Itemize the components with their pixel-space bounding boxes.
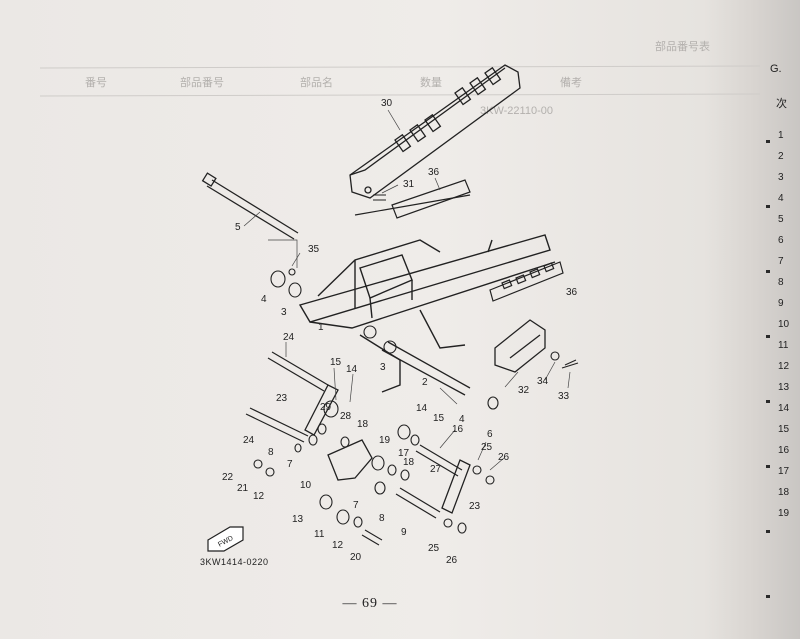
row-number: 19 (778, 508, 790, 519)
row-number: 8 (778, 277, 784, 288)
callout-label: 20 (350, 552, 362, 563)
callout-label: 4 (459, 414, 465, 425)
callout-label: 12 (253, 491, 265, 502)
chain-tensioner (494, 319, 546, 373)
callout-label: 2 (422, 377, 428, 388)
callout-label: 8 (268, 447, 274, 458)
callout-label: 9 (401, 527, 407, 538)
row-number: 17 (778, 466, 790, 477)
relay-axle (381, 341, 471, 396)
callout-label: 7 (287, 459, 293, 470)
callout-label: 31 (403, 179, 415, 190)
callout-label: 19 (379, 435, 391, 446)
callout-label: 14 (416, 403, 428, 414)
slider-strip (354, 179, 471, 219)
bolts (245, 351, 463, 519)
svg-text:番号: 番号 (85, 76, 107, 89)
row-number: 11 (778, 340, 789, 351)
row-number: 4 (778, 193, 784, 204)
link-rods (304, 384, 471, 514)
row-number: 13 (778, 382, 790, 393)
page-number: — 69 — (342, 596, 398, 611)
callout-label: 4 (261, 294, 267, 305)
row-number: 2 (778, 151, 784, 162)
callout-label: 24 (283, 332, 295, 343)
callout-label: 35 (308, 244, 320, 255)
callout-label: 27 (430, 464, 442, 475)
callout-label: 26 (498, 452, 510, 463)
callout-label: 17 (398, 448, 410, 459)
row-number: 14 (778, 403, 790, 414)
callout-label: 1 (318, 322, 324, 333)
svg-text:3KW-22110-00: 3KW-22110-00 (480, 105, 553, 117)
chain-guard (349, 64, 521, 199)
callout-label: 29 (320, 402, 332, 413)
svg-text:部品番号表: 部品番号表 (655, 39, 710, 53)
callout-label: 8 (379, 513, 385, 524)
row-number: 10 (778, 319, 790, 330)
callout-label: 14 (346, 364, 358, 375)
callout-label: 6 (487, 429, 493, 440)
bushings (253, 194, 579, 546)
row-number: 1 (778, 130, 784, 141)
svg-text:部品番号: 部品番号 (180, 75, 224, 89)
bleed-through-text: 部品番号表 番号 部品番号 部品名 数量 備考 3KW-22110-00 (39, 39, 761, 117)
callout-label: 25 (428, 543, 440, 554)
leader-lines (243, 109, 571, 471)
pivot-shaft (201, 172, 299, 240)
callout-label: 23 (276, 393, 288, 404)
swingarm-slider (489, 261, 564, 302)
callout-label: 12 (332, 540, 344, 551)
row-number: 16 (778, 445, 790, 456)
relay-arm (327, 439, 373, 481)
fwd-arrow-icon: FWD (207, 526, 244, 552)
row-number: 7 (778, 256, 784, 267)
swingarm (298, 234, 556, 393)
callout-label: 21 (237, 483, 249, 494)
callout-label: 32 (518, 385, 530, 396)
row-number: 12 (778, 361, 790, 372)
svg-text:数量: 数量 (420, 76, 442, 89)
callout-label: 7 (353, 500, 359, 511)
callout-label: 13 (292, 514, 304, 525)
callout-label: 30 (381, 98, 393, 109)
callout-label: 34 (537, 376, 549, 387)
row-number: 9 (778, 298, 784, 309)
row-number: 5 (778, 214, 784, 225)
callout-label: 26 (446, 555, 458, 566)
callout-labels: 30 31 36 5 35 4 3 1 36 24 15 14 3 2 4 6 … (222, 98, 578, 566)
callout-label: 18 (357, 419, 369, 430)
callout-label: 15 (433, 413, 445, 424)
callout-label: 22 (222, 472, 234, 483)
callout-label: 15 (330, 357, 342, 368)
callout-label: 36 (566, 287, 578, 298)
callout-label: 24 (243, 435, 255, 446)
callout-label: 36 (428, 167, 440, 178)
callout-label: 11 (314, 529, 325, 540)
right-column-header: G. (770, 63, 782, 75)
svg-text:部品名: 部品名 (300, 75, 333, 89)
svg-text:備考: 備考 (560, 76, 582, 89)
callout-label: 3 (380, 362, 386, 373)
row-number: 6 (778, 235, 784, 246)
callout-label: 23 (469, 501, 481, 512)
callout-label: 18 (403, 457, 415, 468)
callout-label: 5 (235, 222, 241, 233)
callout-label: 28 (340, 411, 352, 422)
row-number: 3 (778, 172, 784, 183)
drawing-code: 3KW1414-0220 (200, 557, 269, 567)
callout-label: 16 (452, 424, 464, 435)
row-number: 18 (778, 487, 790, 498)
callout-label: 33 (558, 391, 570, 402)
row-number: 15 (778, 424, 790, 435)
right-column-subheader: 次 (776, 98, 787, 110)
callout-label: 25 (481, 442, 493, 453)
callout-label: 3 (281, 307, 287, 318)
callout-label: 10 (300, 480, 312, 491)
